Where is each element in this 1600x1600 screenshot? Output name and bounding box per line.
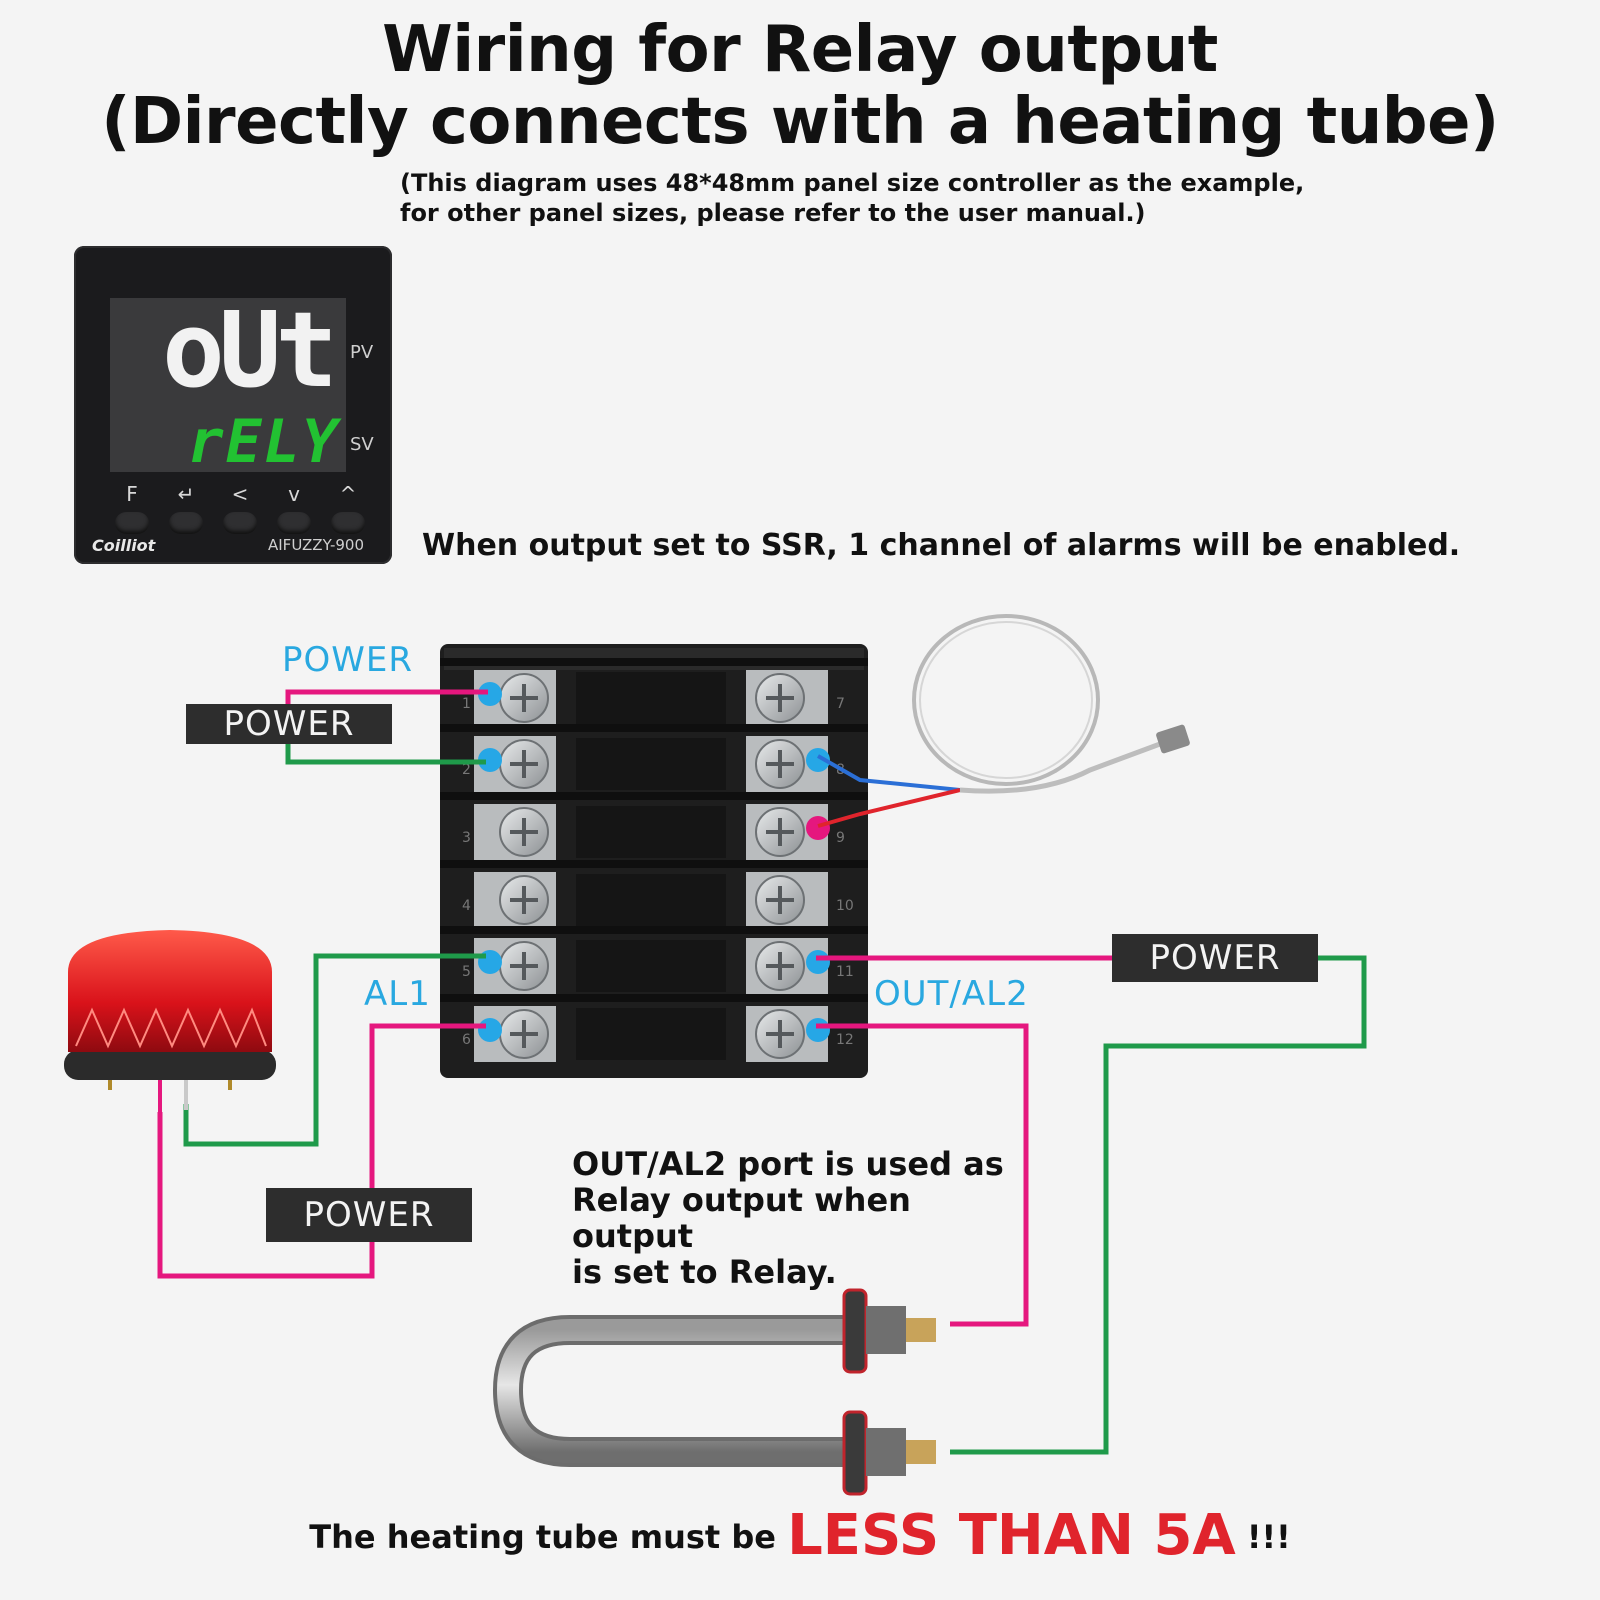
- sv-display: rELY: [187, 407, 340, 477]
- terminal-right-dot: [806, 816, 830, 840]
- terminal-divider: [440, 724, 868, 732]
- terminal-number-right: 9: [836, 830, 845, 846]
- screw-slot-icon: [510, 1020, 538, 1048]
- pv-label: PV: [350, 342, 374, 363]
- screw-slot-icon: [510, 818, 538, 846]
- screw-slot-icon: [766, 684, 794, 712]
- terminal-center: [576, 672, 726, 724]
- terminal-number-left: 3: [462, 830, 471, 846]
- terminal-right-dot: [806, 950, 830, 974]
- relay-note-line-2: Relay output when output: [572, 1181, 911, 1255]
- subtitle-line-1: (This diagram uses 48*48mm panel size co…: [400, 169, 1305, 197]
- up-key-icon: ^: [339, 482, 357, 506]
- screw-slot-icon: [766, 952, 794, 980]
- pv-display: oUt: [162, 289, 338, 411]
- terminal-left-dot: [478, 748, 502, 772]
- wire-lamp-green: [183, 953, 486, 1147]
- screw-slot-icon: [510, 750, 538, 778]
- subtitle-line-2: for other panel sizes, please refer to t…: [400, 199, 1146, 227]
- terminal-divider: [440, 860, 868, 868]
- relay-note-line-3: is set to Relay.: [572, 1253, 837, 1291]
- warning-prefix: The heating tube must be: [309, 1518, 788, 1556]
- terminal-left-dot: [478, 1018, 502, 1042]
- wire-sensor-blue: [817, 754, 961, 792]
- terminal-divider: [440, 994, 868, 1002]
- controller-keypad: F ↵ < v ^: [104, 482, 368, 542]
- sv-label: SV: [350, 434, 374, 455]
- relay-note: OUT/AL2 port is used as Relay output whe…: [572, 1146, 1032, 1290]
- title-line-2: (Directly connects with a heating tube): [101, 85, 1499, 159]
- wire-lamp-pink: [157, 1112, 375, 1279]
- down-key: [277, 512, 311, 534]
- terminal-number-left: 2: [462, 762, 471, 778]
- model-name: AIFUZZY-900: [268, 536, 365, 554]
- power-label-top: POWER: [186, 704, 392, 744]
- subtitle: (This diagram uses 48*48mm panel size co…: [400, 168, 1400, 228]
- wire-sensor-red: [817, 788, 961, 828]
- warning-suffix: !!!: [1235, 1518, 1291, 1556]
- thermocouple-probe: [912, 614, 1190, 794]
- terminal-right-dot: [806, 1018, 830, 1042]
- enter-key-icon: ↵: [177, 482, 195, 506]
- terminal-number-right: 11: [836, 964, 854, 980]
- terminal-center: [576, 874, 726, 926]
- brand-logo: Coilliot: [92, 536, 156, 555]
- page-title: Wiring for Relay output (Directly connec…: [0, 14, 1600, 158]
- left-key: [223, 512, 257, 534]
- left-key-icon: <: [231, 482, 249, 506]
- relay-note-line-1: OUT/AL2 port is used as: [572, 1145, 1004, 1183]
- screw-slot-icon: [510, 886, 538, 914]
- power-label-right: POWER: [1112, 934, 1318, 982]
- terminal-number-left: 5: [462, 964, 471, 980]
- terminal-center: [576, 940, 726, 992]
- terminal-center: [576, 806, 726, 858]
- ssr-note: When output set to SSR, 1 channel of ala…: [422, 528, 1461, 563]
- down-key-icon: v: [288, 482, 300, 506]
- wire-al1-pink: [369, 1023, 486, 1188]
- terminal-number-left: 4: [462, 898, 471, 914]
- enter-key: [169, 512, 203, 534]
- terminal-center: [576, 738, 726, 790]
- wires: [157, 689, 1367, 1455]
- terminal-divider: [440, 926, 868, 934]
- screw-slot-icon: [510, 684, 538, 712]
- warning-emphasis: LESS THAN 5A: [787, 1503, 1236, 1568]
- heating-tube: [492, 1288, 936, 1496]
- out-al2-label: OUT/AL2: [874, 974, 1029, 1014]
- function-key: [115, 512, 149, 534]
- terminal-divider: [440, 792, 868, 800]
- power-label-bottom: POWER: [266, 1188, 472, 1242]
- terminal-center: [576, 1008, 726, 1060]
- alarm-lamp: [64, 930, 276, 1114]
- screw-slot-icon: [766, 886, 794, 914]
- screw-slot-icon: [766, 818, 794, 846]
- terminal-divider: [440, 658, 868, 666]
- controller-display: oUt rELY: [110, 298, 346, 472]
- wire-power-green: [285, 744, 486, 765]
- terminal-number-left: 6: [462, 1032, 471, 1048]
- title-line-1: Wiring for Relay output: [382, 13, 1218, 87]
- wire-heater-green: [950, 955, 1367, 1455]
- current-warning: The heating tube must be LESS THAN 5A !!…: [0, 1504, 1600, 1569]
- al1-label: AL1: [364, 974, 431, 1014]
- function-key-icon: F: [126, 482, 138, 506]
- up-key: [331, 512, 365, 534]
- screw-slot-icon: [766, 1020, 794, 1048]
- terminal-left-dot: [478, 682, 502, 706]
- terminal-right-dot: [806, 748, 830, 772]
- terminal-number-left: 1: [462, 696, 471, 712]
- terminal-number-right: 7: [836, 696, 845, 712]
- temperature-controller-front: oUt rELY PV SV F ↵ < v ^ Coilliot AIFUZZ…: [74, 246, 392, 564]
- screw-slot-icon: [766, 750, 794, 778]
- wire-heater-pink: [816, 1023, 1029, 1327]
- terminal-number-right: 12: [836, 1032, 854, 1048]
- power-label-blue: POWER: [282, 640, 413, 680]
- terminal-number-right: 10: [836, 898, 854, 914]
- screw-slot-icon: [510, 952, 538, 980]
